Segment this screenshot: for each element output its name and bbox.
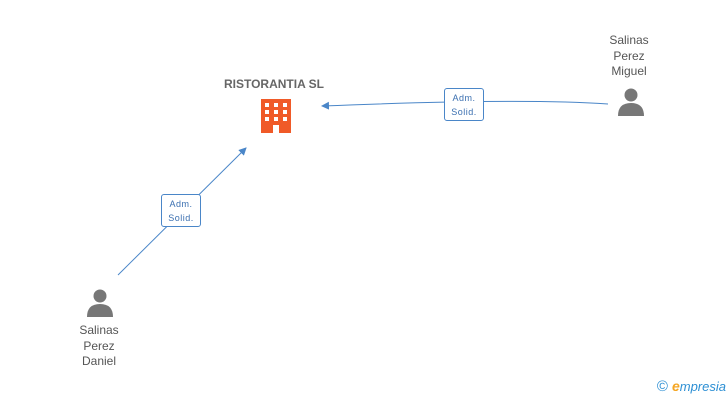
company-name[interactable]: RISTORANTIA SL	[223, 77, 324, 91]
edge-miguel-to-company	[321, 100, 609, 110]
relation-label-line1: Adm.	[169, 199, 193, 209]
relation-label-miguel: Adm. Solid.	[444, 88, 484, 121]
person-icon-miguel[interactable]	[618, 88, 644, 117]
relation-label-line1: Adm.	[452, 93, 476, 103]
copyright-icon: ©	[656, 378, 668, 395]
brand-first-letter: e	[671, 378, 680, 394]
relation-label-line2: Solid.	[168, 213, 194, 223]
building-icon[interactable]	[261, 99, 291, 133]
relation-label-line2: Solid.	[451, 107, 477, 117]
person-name-daniel[interactable]: Salinas Perez Daniel	[79, 323, 119, 368]
person-name-miguel[interactable]: Salinas Perez Miguel	[609, 33, 649, 78]
brand-logo: ©empresia	[657, 378, 726, 398]
brand-name-rest: mpresia	[679, 379, 726, 394]
relation-label-daniel: Adm. Solid.	[161, 194, 201, 227]
person-icon-daniel[interactable]	[87, 289, 113, 318]
